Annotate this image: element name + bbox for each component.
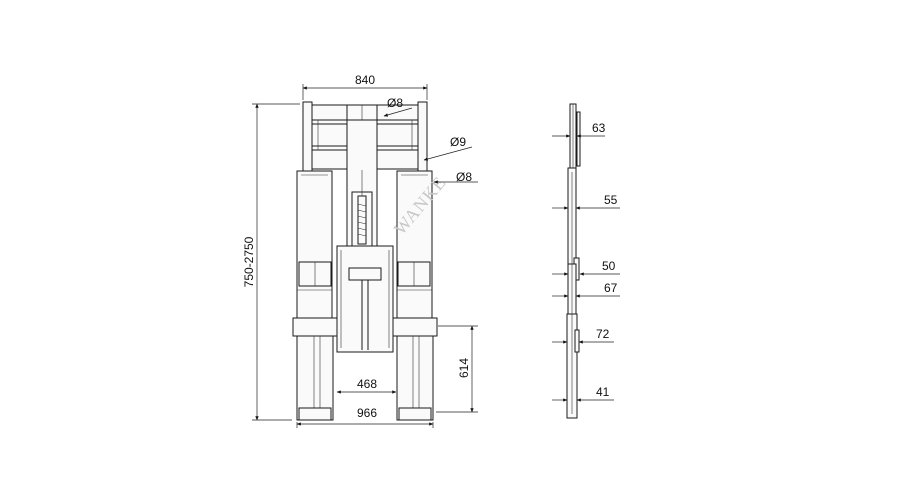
left-column [296,170,333,320]
side-dim-3-label: 50 [602,259,616,273]
dim-height: 750-2750 [242,103,300,421]
side-dim-5-label: 72 [596,327,610,341]
side-dim-3: 50 [552,259,620,276]
dim-base-width-label: 966 [357,406,377,420]
side-dim-1: 63 [552,121,606,138]
dim-top-width-label: 840 [355,73,375,87]
side-dim-5: 72 [552,327,614,344]
front-view: WANKE 840 Ø8 Ø9 Ø8 750-2750 [242,73,478,428]
middle-lift [336,245,394,353]
dim-inner-width: 468 [336,377,397,394]
leader-hole-mid: Ø9 [423,135,473,161]
leader-hole-top: Ø8 [383,96,413,117]
hole-top-label: Ø8 [387,96,403,110]
side-dim-6: 41 [552,385,614,402]
dim-inner-width-label: 468 [357,377,377,391]
dim-top-width: 840 [302,73,428,100]
side-dim-4-label: 67 [604,281,618,295]
side-dim-2-label: 55 [604,193,618,207]
top-rack [302,101,428,173]
side-dim-6-label: 41 [596,385,610,399]
right-leg [392,317,438,421]
dim-height-label: 750-2750 [242,236,256,287]
left-leg [292,317,338,421]
side-dim-4: 67 [552,281,620,298]
hole-mid-label: Ø9 [450,135,466,149]
hole-side-label: Ø8 [456,170,472,184]
dim-lower-height-label: 614 [457,358,471,378]
side-dim-2: 55 [552,193,620,210]
leader-hole-side: Ø8 [433,170,478,184]
right-column [396,170,433,320]
dim-lower-height: 614 [436,325,478,413]
side-dim-1-label: 63 [592,121,606,135]
side-view: 63 55 50 67 72 41 [552,103,620,419]
dim-base-width: 966 [296,406,434,428]
